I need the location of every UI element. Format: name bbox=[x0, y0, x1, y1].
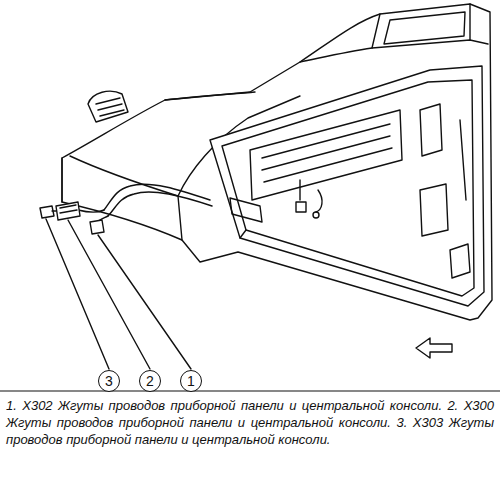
callout-number: 3 bbox=[105, 374, 113, 388]
callout-circle: 3 bbox=[98, 370, 120, 392]
figure-caption: 1. X302 Жгуты проводов приборной панели … bbox=[6, 397, 494, 448]
callout-circle: 1 bbox=[180, 370, 202, 392]
callout-circle: 2 bbox=[139, 370, 161, 392]
callout-number: 1 bbox=[187, 374, 195, 388]
callout-number: 2 bbox=[146, 374, 154, 388]
